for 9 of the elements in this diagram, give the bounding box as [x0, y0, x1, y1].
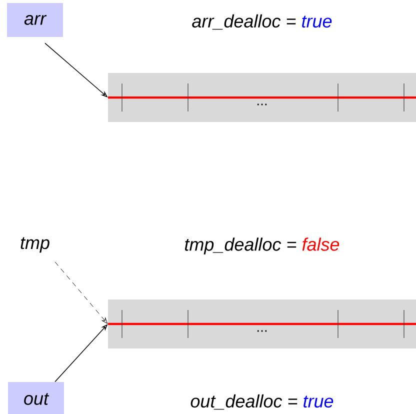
array-band: ...	[108, 73, 416, 122]
variable-name: tmp	[20, 237, 50, 253]
equation: arr_dealloc = true	[192, 14, 332, 30]
equation: out_dealloc = true	[190, 394, 334, 410]
arrow	[54, 262, 108, 324]
equation: tmp_dealloc = false	[185, 238, 340, 254]
variable-tag: arr	[7, 3, 63, 37]
variable-tag: out	[8, 382, 64, 414]
array-band: ...	[108, 300, 416, 348]
